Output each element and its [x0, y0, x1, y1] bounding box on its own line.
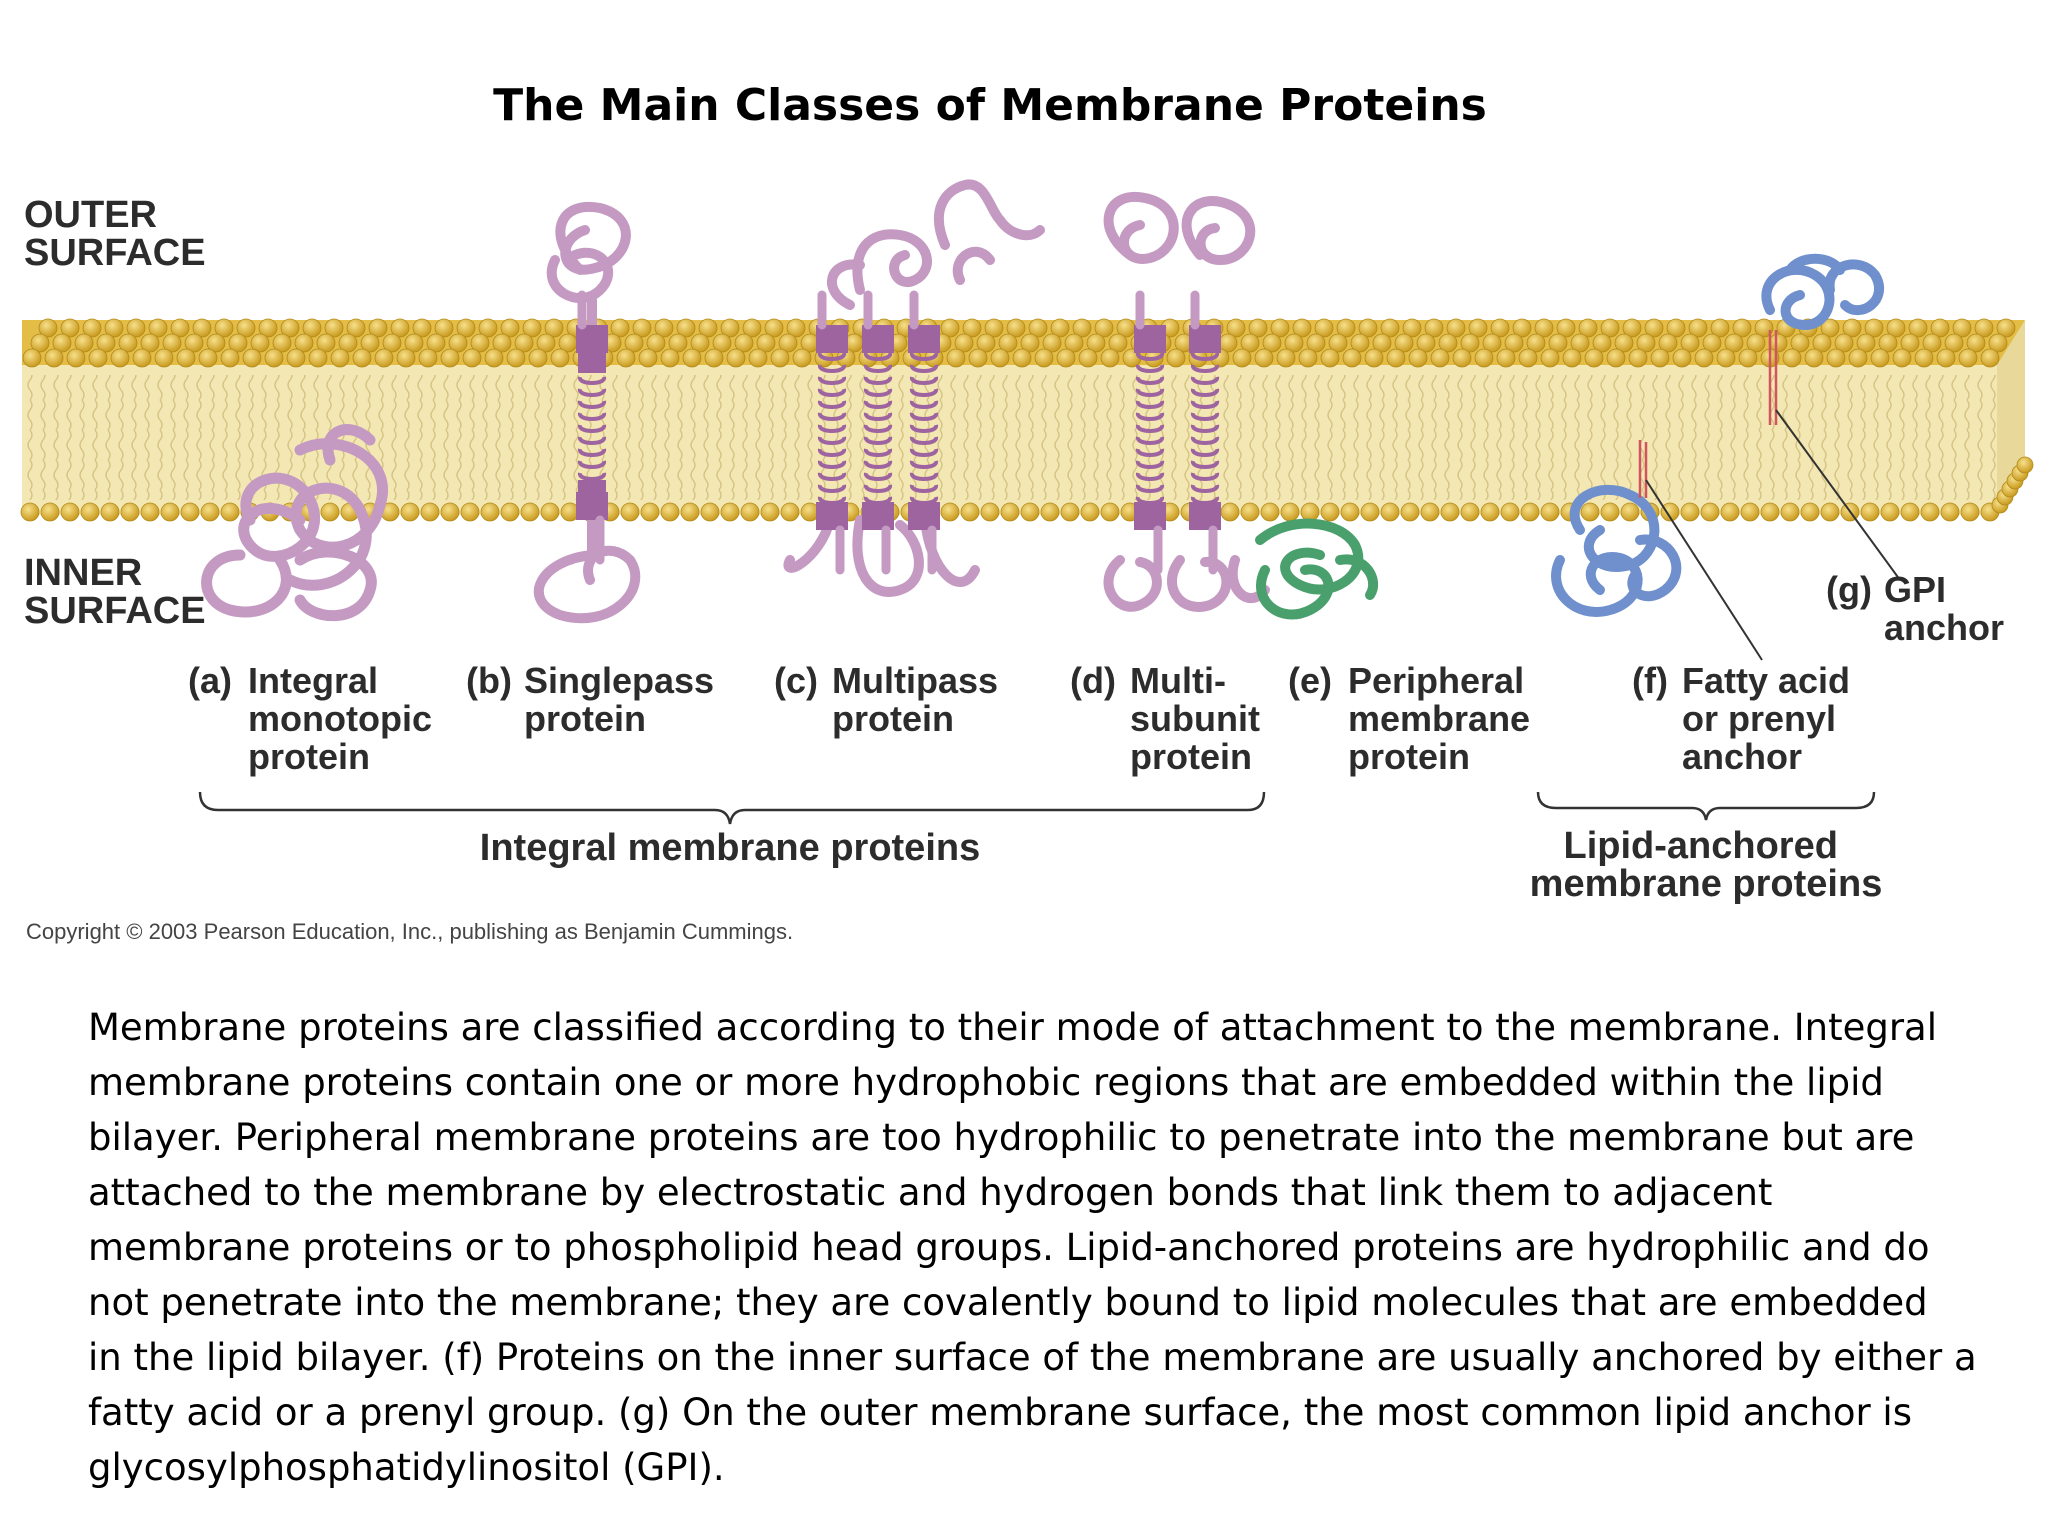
gpi-leader-line [1775, 409, 1901, 581]
singlepass-helix [576, 290, 608, 565]
fatty-acid-anchor [1638, 440, 1648, 498]
caption-line: membrane proteins contain one or more hy… [88, 1061, 1884, 1104]
caption-line: bilayer. Peripheral membrane proteins ar… [88, 1116, 1915, 1159]
outer-surface-label: OUTER SURFACE [24, 194, 206, 274]
caption-line: in the lipid bilayer. (f) Proteins on th… [88, 1336, 1977, 1379]
caption-line: not penetrate into the membrane; they ar… [88, 1281, 1928, 1324]
class-f-label: (f) Fatty acid or prenyl anchor [1632, 660, 1860, 777]
gpi-anchor [1768, 330, 1778, 425]
caption-line: fatty acid or a prenyl group. (g) On the… [88, 1391, 1912, 1434]
page-title: The Main Classes of Membrane Proteins [493, 80, 1487, 131]
integral-monotopic-protein [201, 424, 388, 622]
caption-line: membrane proteins or to phospholipid hea… [88, 1226, 1930, 1269]
description-paragraph: Membrane proteins are classified accordi… [88, 1000, 1988, 1495]
caption-line: attached to the membrane by electrostati… [88, 1171, 1773, 1214]
multisubunit-helices [1134, 290, 1221, 575]
class-e-label: (e) Peripheral membrane protein [1288, 660, 1540, 777]
integral-group-label: Integral membrane proteins [480, 827, 980, 869]
caption-line: glycosylphosphatidylinositol (GPI). [88, 1446, 725, 1489]
membrane-diagram: OUTER SURFACE INNER SURFACE [20, 179, 2034, 944]
peripheral-membrane-protein [1255, 518, 1379, 620]
integral-group-brace [198, 791, 1266, 825]
lipid-bilayer [20, 318, 2034, 522]
class-c-label: (c) Multipass protein [774, 660, 1008, 739]
caption-line: Membrane proteins are classified accordi… [88, 1006, 1938, 1049]
class-b-label: (b) Singlepass protein [466, 660, 724, 739]
class-a-label: (a) Integral monotopic protein [188, 660, 442, 777]
fatty-acid-leader-line [1645, 479, 1763, 661]
copyright-notice: Copyright © 2003 Pearson Education, Inc.… [26, 919, 793, 944]
fatty-acid-anchored-protein [1551, 485, 1682, 617]
lipid-anchored-group-brace [1536, 791, 1876, 821]
gpi-anchored-protein [1761, 253, 1885, 331]
inner-surface-label: INNER SURFACE [24, 552, 206, 632]
membrane-lipid-tails [22, 375, 1997, 500]
class-g-label: (g) GPI anchor [1826, 569, 2004, 648]
class-d-label: (d) Multi- subunit protein [1070, 660, 1270, 777]
outer-lipid-heads [22, 318, 2016, 368]
lipid-anchored-group-label: Lipid-anchored membrane proteins [1530, 825, 1883, 905]
multipass-helices [816, 290, 940, 575]
